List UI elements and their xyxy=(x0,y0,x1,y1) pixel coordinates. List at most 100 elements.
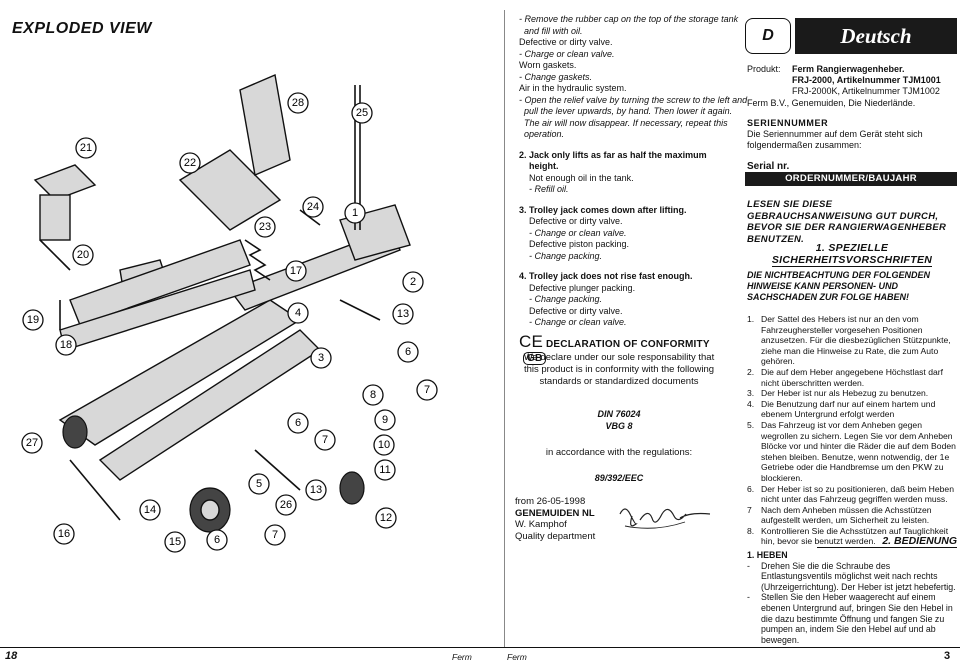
ce-declaration-title: CE DECLARATION OF CONFORMITY GB xyxy=(519,332,719,365)
troubleshoot-line: - Open the relief valve by turning the s… xyxy=(519,94,748,105)
troubleshoot-section-4: 4. Trolley jack does not rise fast enoug… xyxy=(519,271,724,329)
safety-section-title: 1. SPEZIELLE SICHERHEITSVORSCHRIFTEN xyxy=(747,242,957,267)
language-banner: Deutsch xyxy=(795,18,957,54)
regulations-label: in accordance with the regulations: xyxy=(545,447,693,458)
footer-brand-left: Ferm xyxy=(452,652,472,662)
troubleshoot-line: - Refill oil. xyxy=(519,184,569,194)
list-item: -Stellen Sie den Heber waagerecht auf ei… xyxy=(747,592,959,645)
svg-text:11: 11 xyxy=(379,464,390,476)
svg-text:13: 13 xyxy=(397,308,409,320)
produkt-line-3: FRJ-2000K, Artikelnummer TJM1002 xyxy=(792,86,940,97)
from-name: W. Kamphof xyxy=(515,519,567,530)
callout-26: 26 xyxy=(275,494,297,516)
svg-text:24: 24 xyxy=(307,201,319,213)
list-item-text: Der Heber ist nur als Hebezug zu benutze… xyxy=(761,388,929,399)
list-item-text: Nach dem Anheben müssen die Achsstützen … xyxy=(761,504,932,526)
svg-text:2: 2 xyxy=(410,276,416,288)
svg-text:21: 21 xyxy=(80,142,92,154)
from-location: GENEMUIDEN NL xyxy=(515,507,595,519)
troubleshoot-section-3: 3. Trolley jack comes down after lifting… xyxy=(519,205,724,263)
callout-3: 3 xyxy=(310,347,332,369)
callout-24: 24 xyxy=(302,196,324,218)
list-item-text: Kontrollieren Sie die Achsstützen auf Ta… xyxy=(761,525,949,547)
list-item: 4.Die Benutzung darf nur auf einem harte… xyxy=(747,399,959,420)
list-item: 6.Der Heber ist so zu positionieren, daß… xyxy=(747,484,959,505)
callout-2: 2 xyxy=(402,271,424,293)
page-divider xyxy=(504,10,505,647)
troubleshooting-column: - Remove the rubber cap on the top of th… xyxy=(519,14,748,329)
troubleshoot-line: Defective or dirty valve. xyxy=(519,305,623,316)
svg-text:7: 7 xyxy=(272,529,278,541)
callout-22: 22 xyxy=(179,152,201,174)
troubleshoot-line: - Change packing. xyxy=(519,294,603,304)
callout-14: 14 xyxy=(139,499,161,521)
callout-9: 9 xyxy=(374,409,396,431)
troubleshoot-line: Defective plunger packing. xyxy=(519,282,636,293)
callout-6c: 6 xyxy=(206,529,228,551)
troubleshoot-line: Air in the hydraulic system. xyxy=(519,83,627,93)
troubleshoot-line: - Remove the rubber cap on the top of th… xyxy=(519,14,739,24)
svg-text:12: 12 xyxy=(380,512,392,524)
troubleshoot-line: 3. Trolley jack comes down after lifting… xyxy=(519,204,687,215)
troubleshoot-line: - Charge or clean valve. xyxy=(519,48,615,59)
list-item: 8.Kontrollieren Sie die Achsstützen auf … xyxy=(747,526,959,547)
callout-4: 4 xyxy=(287,302,309,324)
svg-text:6: 6 xyxy=(295,417,301,429)
svg-text:17: 17 xyxy=(290,265,302,277)
troubleshoot-line: pull the lever upwards, by hand. Then lo… xyxy=(519,106,733,116)
list-item-number: - xyxy=(747,592,750,603)
produkt-line-1: Ferm Rangierwagenheber. xyxy=(792,64,905,74)
troubleshoot-line: Defective or dirty valve. xyxy=(519,216,623,226)
callout-7c: 7 xyxy=(264,524,286,546)
list-item-number: 2. xyxy=(747,366,755,377)
svg-text:8: 8 xyxy=(370,389,376,401)
jack-frame xyxy=(33,74,411,481)
callout-7b: 7 xyxy=(314,429,336,451)
callout-25: 25 xyxy=(351,102,373,124)
product-info: Produkt: Ferm Rangierwagenheber. FRJ-200… xyxy=(747,64,957,173)
callout-11: 11 xyxy=(374,459,396,481)
callout-1: 1 xyxy=(344,202,366,224)
svg-text:16: 16 xyxy=(58,528,70,540)
heben-section: 1. HEBEN -Drehen Sie die die Schraube de… xyxy=(747,550,959,645)
svg-text:4: 4 xyxy=(295,307,301,319)
callout-6a: 6 xyxy=(397,341,419,363)
list-item-text: Der Sattel des Hebers ist nur an den vom… xyxy=(761,314,951,367)
troubleshoot-line: and fill with oil. xyxy=(519,25,583,36)
svg-text:25: 25 xyxy=(356,107,368,119)
footer-brand-right: Ferm xyxy=(507,652,527,662)
svg-text:13: 13 xyxy=(310,484,322,496)
exploded-view-title: EXPLODED VIEW xyxy=(12,20,152,37)
handwritten-signature xyxy=(619,508,711,529)
troubleshoot-intro: - Remove the rubber cap on the top of th… xyxy=(519,14,748,141)
callout-18: 18 xyxy=(55,334,77,356)
svg-text:7: 7 xyxy=(424,384,430,396)
from-department: Quality department xyxy=(515,530,596,542)
callout-7a: 7 xyxy=(416,379,438,401)
list-item-text: Die auf dem Heber angegebene Höchstlast … xyxy=(761,366,944,388)
svg-text:14: 14 xyxy=(144,504,156,516)
list-item-text: Der Heber ist so zu positionieren, daß b… xyxy=(761,483,954,505)
declaration-text: We declare under our sole responsability… xyxy=(523,352,715,387)
callout-21: 21 xyxy=(75,137,97,159)
footer-rule xyxy=(0,647,960,648)
svg-text:1: 1 xyxy=(352,207,358,219)
troubleshoot-line: Defective or dirty valve. xyxy=(519,37,613,47)
svg-text:15: 15 xyxy=(169,536,181,548)
language-badge: D xyxy=(745,18,791,54)
troubleshoot-line: 2. Jack only lifts as far as half the ma… xyxy=(519,149,707,160)
list-item: 2. Die auf dem Heber angegebene Höchstlas… xyxy=(747,367,959,388)
exploded-view-diagram: 21 22 28 25 23 24 1 20 17 2 19 18 4 13 6… xyxy=(21,74,438,553)
callout-12: 12 xyxy=(375,507,397,529)
din-standard: DIN 76024 xyxy=(597,409,641,419)
list-item-number: 1. xyxy=(747,314,755,324)
serial-label: Serial nr. xyxy=(747,161,790,173)
callout-5: 5 xyxy=(248,473,270,495)
troubleshoot-line: - Change or clean valve. xyxy=(519,227,627,238)
list-item-text: Das Fahrzeug ist vor dem Anheben gegen w… xyxy=(761,419,956,483)
bedienung-title: 2. BEDIENUNG xyxy=(747,535,957,548)
ce-mark: CE xyxy=(519,332,544,351)
troubleshoot-line: Defective piston packing. xyxy=(519,239,630,249)
safety-list: 1. Der Sattel des Hebers ist nur an den v… xyxy=(747,314,959,547)
list-item-text: Drehen Sie die die Schraube des Entlastu… xyxy=(761,560,956,592)
